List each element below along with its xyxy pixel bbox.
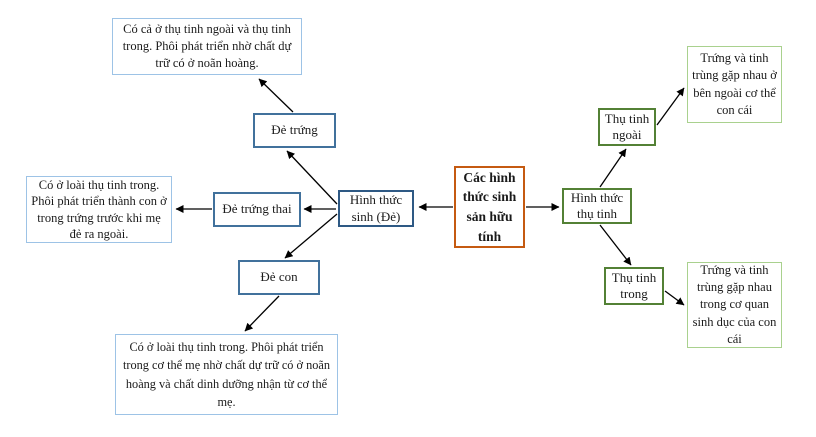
- arrow-de-con-to-desc: [244, 295, 280, 332]
- desc-box-thu-tinh-ngoai: Trứng và tinh trùng gặp nhau ở bên ngoài…: [687, 46, 782, 123]
- hub-hinh-thuc-thu-tinh: Hình thức thụ tinh: [562, 188, 632, 224]
- arrow-tt-ngoai-to-desc: [656, 87, 685, 126]
- node-de-trung-thai-label: Đẻ trứng thai: [222, 201, 292, 217]
- desc-box-de-trung-text: Có cả ở thụ tinh ngoài và thụ tinh trong…: [122, 21, 292, 71]
- node-de-trung-label: Đẻ trứng: [271, 122, 318, 138]
- desc-box-thu-tinh-trong: Trứng và tinh trùng gặp nhau trong cơ qu…: [687, 262, 782, 348]
- arrow-de-trung-to-desc: [258, 78, 294, 113]
- node-de-trung: Đẻ trứng: [253, 113, 336, 148]
- arrow-tt-trong-to-desc: [664, 290, 685, 306]
- arrow-hub-tt-to-tt-ngoai: [599, 148, 627, 188]
- node-thu-tinh-trong: Thụ tinh trong: [604, 267, 664, 305]
- desc-box-de-trung-thai-text: Có ở loài thụ tinh trong. Phôi phát triể…: [31, 178, 167, 241]
- node-thu-tinh-ngoai-label: Thụ tinh ngoài: [604, 110, 650, 142]
- arrow-hub-sinh-to-de-con: [284, 213, 338, 259]
- node-de-con: Đẻ con: [238, 260, 320, 295]
- node-thu-tinh-trong-label: Thụ tinh trong: [611, 269, 657, 301]
- node-de-trung-thai: Đẻ trứng thai: [213, 192, 301, 227]
- desc-box-de-trung-thai: Có ở loài thụ tinh trong. Phôi phát triể…: [26, 176, 172, 243]
- hub-hinh-thuc-sinh-label: Hình thức sinh (Đẻ): [349, 192, 403, 224]
- desc-box-de-trung: Có cả ở thụ tinh ngoài và thụ tinh trong…: [112, 18, 302, 75]
- hub-hinh-thuc-thu-tinh-label: Hình thức thụ tinh: [570, 189, 624, 221]
- node-de-con-label: Đẻ con: [260, 269, 298, 285]
- desc-box-de-con: Có ở loài thụ tinh trong. Phôi phát triể…: [115, 334, 338, 415]
- arrow-hub-tt-to-tt-trong: [599, 224, 632, 266]
- arrow-hub-sinh-to-de-trung: [286, 150, 338, 205]
- central-topic-label: Các hình thức sinh sản hữu tính: [462, 169, 517, 244]
- hub-hinh-thuc-sinh: Hình thức sinh (Đẻ): [338, 190, 414, 227]
- central-topic: Các hình thức sinh sản hữu tính: [454, 166, 525, 248]
- desc-box-thu-tinh-trong-text: Trứng và tinh trùng gặp nhau trong cơ qu…: [692, 262, 777, 346]
- desc-box-de-con-text: Có ở loài thụ tinh trong. Phôi phát triể…: [123, 339, 330, 409]
- desc-box-thu-tinh-ngoai-text: Trứng và tinh trùng gặp nhau ở bên ngoài…: [692, 51, 777, 117]
- node-thu-tinh-ngoai: Thụ tinh ngoài: [598, 108, 656, 146]
